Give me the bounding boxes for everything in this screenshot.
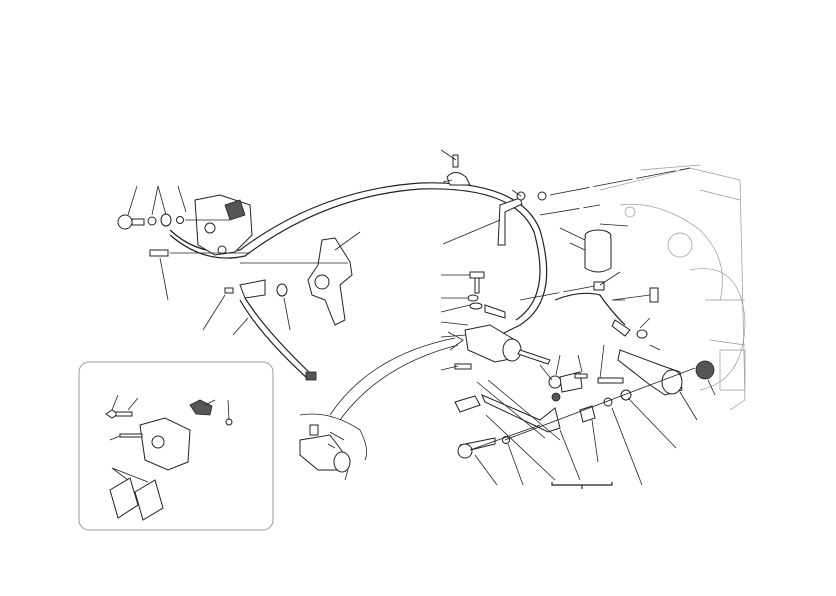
leader-lines xyxy=(127,149,716,486)
dashed-guide-lines xyxy=(519,167,691,301)
engine-case-outline xyxy=(599,164,746,411)
bleed-fittings xyxy=(117,213,250,257)
rear-hose-lower xyxy=(224,279,317,381)
brake-pedal-assembly xyxy=(454,349,715,489)
inset-pad-kit xyxy=(78,361,274,531)
rear-brake-caliper xyxy=(194,194,253,256)
hose-clamp xyxy=(446,154,547,246)
brake-fluid-reservoir xyxy=(554,229,659,339)
master-cylinder-detail xyxy=(299,413,368,473)
caliper-bracket xyxy=(240,237,353,326)
brake-hose xyxy=(169,182,548,336)
detail-callout-arrow xyxy=(329,331,464,421)
rear-master-cylinder xyxy=(454,271,551,370)
inset-border xyxy=(78,361,274,531)
